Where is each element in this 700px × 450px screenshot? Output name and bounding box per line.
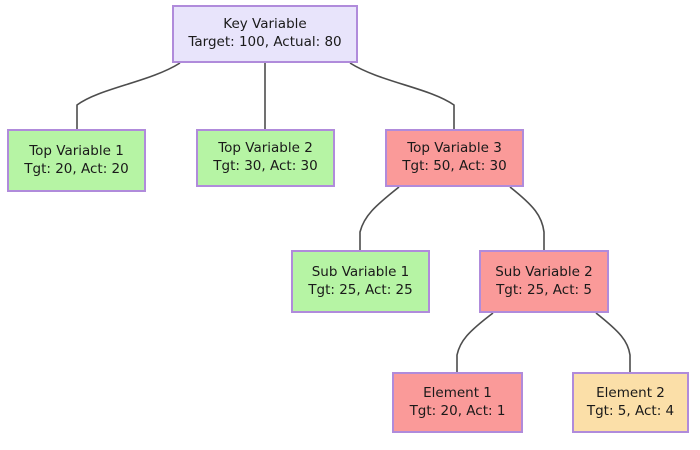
node-metrics: Tgt: 50, Act: 30	[402, 158, 507, 174]
node-title: Top Variable 3	[407, 140, 502, 157]
edge-sub2-to-element2	[595, 312, 631, 372]
edge-top3-to-sub1	[359, 186, 400, 250]
node-title: Element 2	[596, 384, 665, 401]
node-title: Top Variable 1	[29, 142, 124, 159]
node-metrics: Tgt: 20, Act: 20	[24, 160, 129, 177]
edge-key-to-top3	[349, 62, 455, 129]
node-metrics: Tgt: 25, Act: 5	[496, 281, 592, 298]
node-metrics: Target: 100, Actual: 80	[188, 34, 342, 50]
node-metrics: Tgt: 20, Act: 1	[409, 402, 506, 419]
node-title: Sub Variable 2	[495, 263, 593, 280]
edge-top3-to-sub2	[509, 186, 545, 250]
node-title: Key Variable	[223, 16, 307, 33]
node-metrics: Tgt: 30, Act: 30	[213, 158, 318, 174]
node-title: Element 1	[423, 384, 492, 401]
node-metrics: Tgt: 5, Act: 4	[586, 402, 675, 419]
node-metrics: Tgt: 25, Act: 25	[308, 281, 413, 298]
node-title: Sub Variable 1	[311, 263, 410, 280]
edge-key-to-top1	[76, 62, 181, 129]
edge-sub2-to-element1	[456, 312, 494, 372]
node-title: Top Variable 2	[218, 140, 313, 157]
